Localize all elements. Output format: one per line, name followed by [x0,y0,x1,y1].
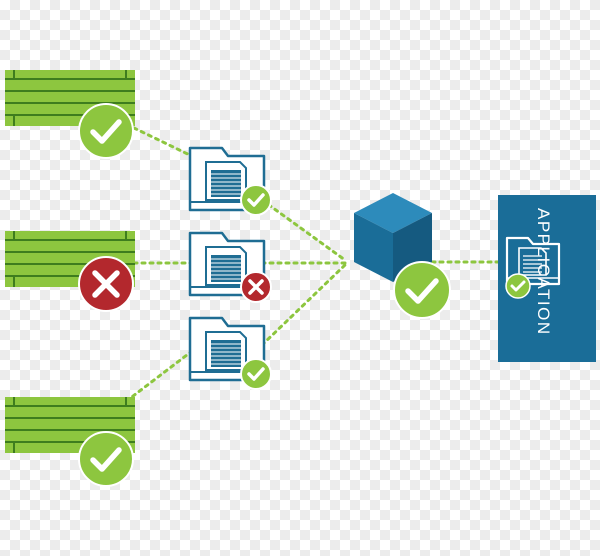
check-icon [393,261,451,319]
data-source-2 [4,230,136,312]
x-icon [78,256,134,312]
document-folder-3 [188,316,272,390]
connector-lines [118,126,500,408]
hub-cube-icon [354,193,451,319]
application-folder-icon [505,236,561,299]
data-source-1 [4,69,136,159]
check-icon [240,358,272,390]
check-icon [240,184,272,216]
check-icon [505,273,531,299]
check-icon [78,431,134,487]
check-icon [78,103,134,159]
document-folder-1 [188,146,272,216]
application-label: APPLICATION [534,208,553,336]
document-folder-2 [188,231,272,303]
x-icon [240,271,272,303]
data-source-3 [4,396,136,487]
